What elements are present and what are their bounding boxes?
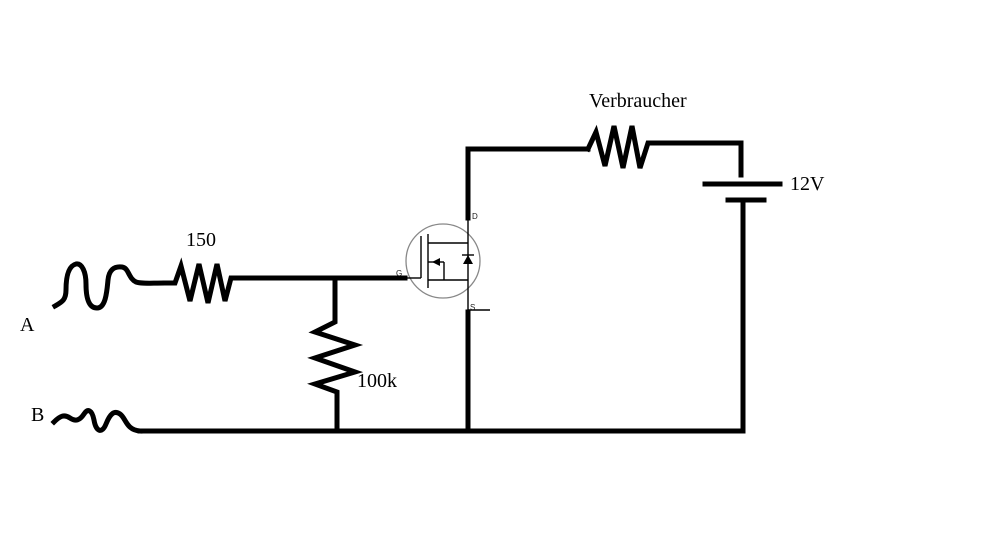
mosfet-symbol (405, 220, 490, 311)
resistor-150-symbol (162, 257, 343, 304)
resistor-150-label: 150 (186, 229, 216, 251)
input-b-wire (50, 408, 143, 434)
drain-wire (465, 146, 591, 221)
battery-label: 12V (790, 173, 825, 195)
input-a-label: A (20, 314, 35, 336)
resistor-100k-label: 100k (357, 370, 397, 392)
load-resistor-symbol (584, 124, 744, 178)
pulldown-resistor-100k-symbol (307, 275, 364, 434)
mosfet-circle (405, 223, 481, 299)
mosfet-pin-s-label: S (470, 303, 475, 312)
input-a-wire (51, 261, 168, 311)
load-label: Verbraucher (589, 90, 687, 112)
mosfet-pin-d-label: D (472, 212, 478, 221)
input-b-label: B (31, 404, 44, 426)
mosfet-pin-g-label: G (396, 269, 402, 278)
body-diode-icon (463, 255, 473, 264)
